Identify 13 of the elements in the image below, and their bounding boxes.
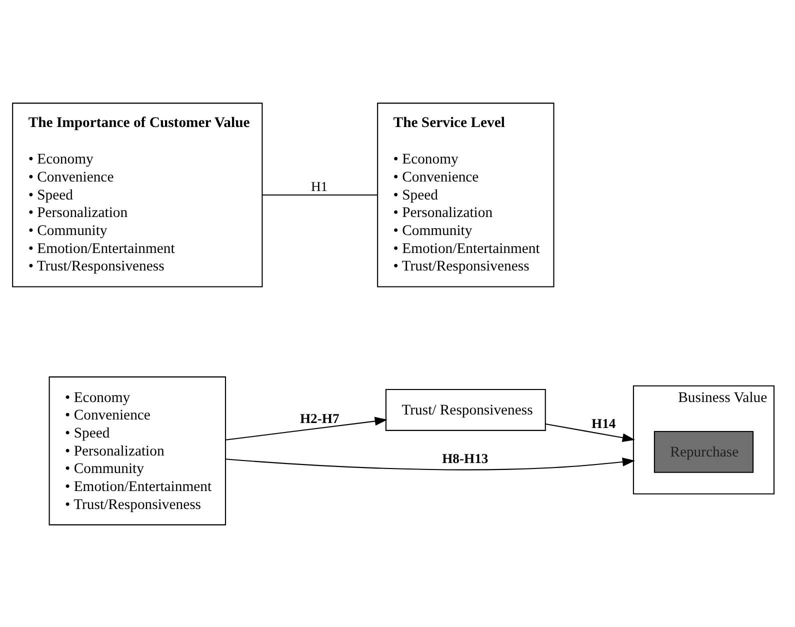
edge-label: H14 <box>592 416 616 431</box>
edge-label: H8-H13 <box>442 450 488 466</box>
node-box: • Economy • Convenience • Speed • Personalization • Community • Emotion/Entertainment • Trust/Responsiveness <box>48 376 226 525</box>
edge-label: H2-H7 <box>300 410 340 426</box>
arrow <box>226 457 636 470</box>
edge-label: H1 <box>310 178 328 194</box>
arrow <box>546 422 636 442</box>
node-box: The Importance of Customer Value • Economy • Convenience • Speed • Personalization • Community • Emotion/Entertainment • Trust/Responsiveness <box>12 102 263 287</box>
node-box: The Service Level • Economy • Convenience • Speed • Personalization • Community • Emotion/Entertainment • Trust/Responsiveness <box>377 102 554 287</box>
node-box: Trust/ Responsiveness <box>385 388 546 430</box>
connector <box>262 194 378 195</box>
arrow <box>226 416 388 440</box>
node-box: Repurchase <box>654 430 754 472</box>
